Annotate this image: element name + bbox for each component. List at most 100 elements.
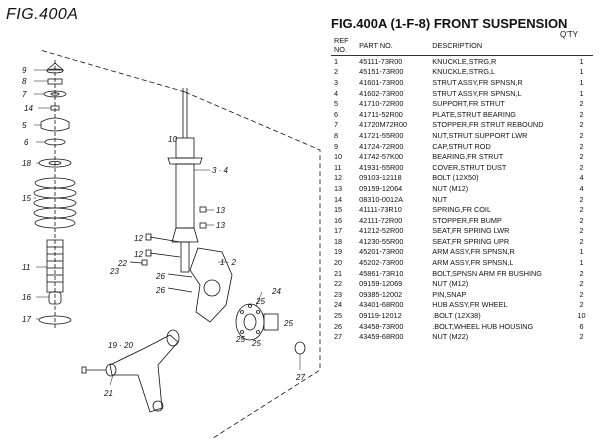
callout-19-20: 19 · 20: [108, 341, 133, 350]
qty-cell: 6: [579, 321, 584, 331]
description-cell: KNUCKLE,STRG,R: [432, 56, 497, 66]
coil-spring-icon: [33, 177, 77, 229]
part-no-cell: 41602-73R00: [359, 88, 404, 98]
qty-cell: 2: [579, 289, 584, 299]
ref-no-cell: 4: [334, 88, 339, 98]
description-cell: NUT (M12): [432, 183, 469, 193]
callout-25a: 25: [255, 297, 265, 306]
callout-12a: 12: [134, 234, 143, 243]
part-no-cell: 09159-12064: [359, 183, 403, 193]
callout-18: 18: [22, 159, 31, 168]
ref-no-cell: 7: [334, 120, 339, 130]
part-no-cell: 45201-73R00: [359, 247, 404, 257]
description-cell: BOLT (12X50): [432, 173, 479, 183]
ref-no-cell: 12: [334, 173, 343, 183]
callout-26b: 26: [155, 286, 165, 295]
ref-no-cell: 25: [334, 311, 343, 321]
description-header: DESCRIPTION: [432, 36, 571, 56]
callout-26a: 26: [155, 272, 165, 281]
callout-9: 9: [22, 66, 27, 75]
qty-cell: 2: [579, 141, 584, 151]
qty-cell: 2: [579, 109, 584, 119]
parts-table-header: REF NO. PART NO. DESCRIPTION: [331, 36, 593, 56]
table-row: 7 41720M72R00 STOPPER,FR STRUT REBOUND 2: [331, 120, 593, 131]
description-cell: KNUCKLE,STRG,L: [432, 67, 496, 77]
part-no-cell: 43401-68R00: [359, 300, 404, 310]
qty-cell: 1: [579, 258, 584, 268]
description-cell: STRUT ASSY,FR SPNSN,L: [432, 88, 522, 98]
strut-assembly-icon: [167, 88, 203, 273]
qty-cell: 2: [579, 120, 584, 130]
part-no-cell: 41601-73R00: [359, 77, 404, 87]
ref-no-cell: 17: [334, 226, 343, 236]
description-cell: .BOLT (12X38): [432, 311, 481, 321]
qty-cell: 2: [579, 300, 584, 310]
qty-cell: 2: [579, 215, 584, 225]
ref-no-cell: 22: [334, 279, 343, 289]
ref-no-cell: 18: [334, 236, 343, 246]
qty-cell: 1: [579, 56, 584, 66]
qty-cell: 2: [579, 130, 584, 140]
description-cell: NUT (M12): [432, 279, 469, 289]
support-nut-icon: [47, 78, 63, 85]
callout-3-4: 3 · 4: [212, 166, 229, 175]
callout-13b: 13: [216, 221, 225, 230]
part-no-cell: 41931-55R00: [359, 162, 404, 172]
part-no-cell: 45861-73R10: [359, 268, 404, 278]
description-cell: PIN,SNAP: [432, 289, 467, 299]
part-no-cell: 43458-73R00: [359, 321, 404, 331]
part-no-cell: 08310-0012A: [359, 194, 403, 204]
bump-stopper-icon: [48, 291, 62, 305]
callout-7: 7: [22, 90, 27, 99]
callout-1-2: 1 · 2: [220, 258, 237, 267]
callout-23: 23: [109, 267, 119, 276]
ref-no-cell: 24: [334, 300, 343, 310]
ref-no-header: REF NO.: [331, 36, 360, 56]
ref-no-cell: 9: [334, 141, 339, 151]
qty-cell: 4: [579, 183, 584, 193]
part-no-cell: 09103-12118: [359, 173, 402, 183]
part-no-cell: 09159-12069: [359, 279, 403, 289]
ref-no-cell: 21: [334, 268, 343, 278]
description-cell: SEAT,FR SPRING LWR: [432, 226, 510, 236]
description-cell: BEARING,FR STRUT: [432, 152, 504, 162]
callout-27: 27: [295, 373, 305, 382]
ref-no-cell: 6: [334, 109, 339, 119]
ref-no-cell: 8: [334, 130, 339, 140]
ref-no-cell: 27: [334, 332, 343, 342]
part-no-cell: 41711-52R00: [359, 109, 403, 119]
callout-21: 21: [103, 389, 113, 398]
suspension-arm-icon: [105, 329, 180, 413]
strut-nut-icon: [199, 206, 207, 213]
callout-16: 16: [22, 293, 31, 302]
exploded-parts-diagram: 9 8 7 14 5 6 18 15 10 3 · 4 13 13 12 12 …: [22, 49, 321, 439]
qty-cell: 2: [579, 99, 584, 109]
strut-cap-icon: [45, 62, 65, 71]
part-no-cell: 45202-73R00: [359, 258, 404, 268]
description-cell: PLATE,STRUT BEARING: [432, 109, 516, 119]
description-cell: STOPPER,FR STRUT REBOUND: [432, 120, 544, 130]
qty-cell: 1: [579, 88, 584, 98]
part-no-cell: 41720M72R00: [359, 120, 408, 130]
callout-11: 11: [22, 263, 30, 272]
description-cell: NUT: [432, 194, 448, 204]
strut-support-icon: [40, 117, 70, 132]
strut-dust-cover-icon: [46, 239, 64, 293]
